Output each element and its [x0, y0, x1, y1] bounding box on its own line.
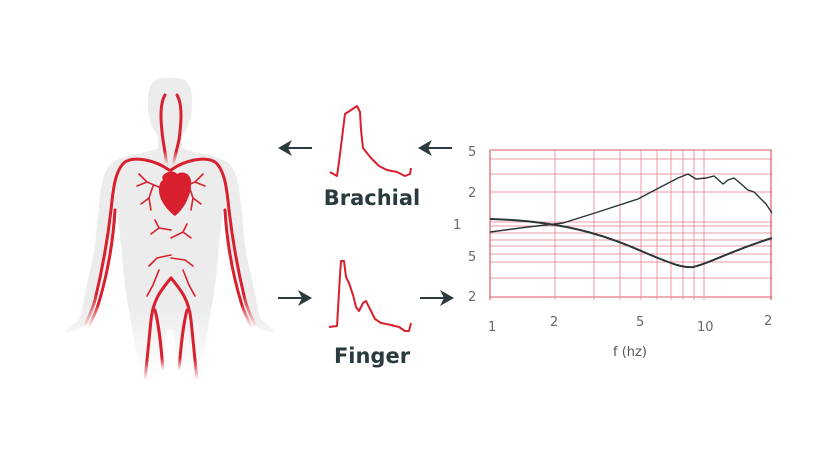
arrow-left-icon [278, 140, 312, 156]
arrow-left-top-left [278, 138, 314, 158]
upper-gain-curve [489, 173, 773, 233]
circulatory-illustration [55, 70, 295, 380]
x-tick-label: 5 [636, 315, 645, 330]
brachial-pulse-icon [329, 105, 412, 177]
y-tick-label: 2 [468, 186, 477, 201]
arrow-right-bottom-left [276, 288, 312, 308]
arrow-right-bottom-right [418, 288, 454, 308]
finger-waveform [325, 255, 420, 337]
y-tick-label: 5 [468, 145, 477, 160]
arrow-right-icon [420, 290, 454, 306]
y-tick-label: 2 [468, 290, 477, 305]
x-tick-label: 2 [550, 315, 559, 330]
human-body-icon [65, 78, 275, 380]
brachial-label: Brachial [323, 186, 421, 210]
x-tick-label: 10 [697, 320, 714, 335]
arrow-left-icon [418, 140, 452, 156]
arrow-right-icon [278, 290, 312, 306]
brachial-waveform [325, 100, 420, 182]
y-tick-label: 1 [453, 218, 462, 233]
arrow-left-top-right [418, 138, 454, 158]
finger-pulse-icon [328, 260, 412, 332]
x-axis-label: f (hz) [613, 345, 647, 360]
lower-gain-curve [489, 218, 773, 269]
y-tick-label: 5 [468, 250, 477, 265]
x-tick-label: 1 [488, 320, 497, 335]
chart-plot-area [489, 149, 773, 300]
heart-icon [159, 171, 192, 216]
finger-label: Finger [333, 344, 411, 368]
frequency-response-chart [488, 148, 774, 300]
x-tick-label: 2 [764, 314, 773, 329]
